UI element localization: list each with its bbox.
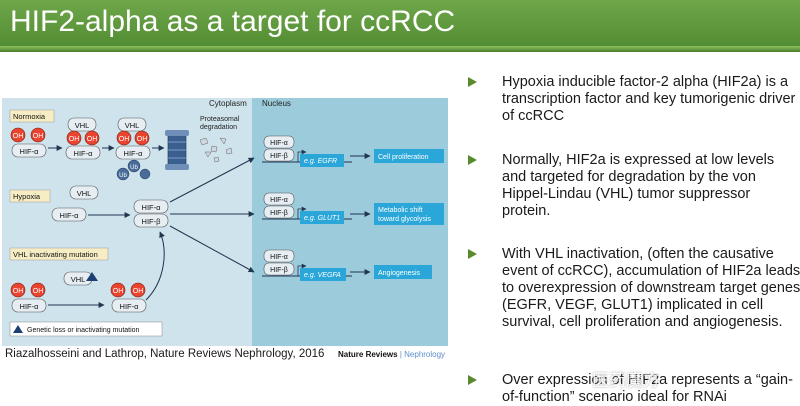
target-gene-label: e.g. GLUT1 (304, 215, 340, 222)
journal-credit: Nature Reviews | Nephrology (338, 350, 445, 359)
bullet-arrow-icon (468, 375, 477, 385)
title-bar: HIF2-alpha as a target for ccRCC (0, 0, 800, 52)
arrow (169, 225, 255, 273)
proteasome-icon (165, 130, 189, 170)
bullet-text: Normally, HIF2a is expressed at low leve… (502, 152, 775, 219)
outcome-label: Metabolic shift (378, 207, 423, 214)
vhl-label: VHL (71, 275, 86, 284)
oh-label: OH (119, 136, 130, 143)
bullet-text: Hypoxia inducible factor-2 alpha (HIF2a)… (502, 74, 796, 124)
target-gene-label: e.g. EGFR (304, 158, 337, 165)
vhl-label: VHL (77, 189, 92, 198)
legend-box (9, 321, 163, 337)
vhl-mutation-label: VHL inactivating mutation (13, 250, 98, 259)
ubiquitin-label: Ub (119, 173, 127, 179)
ubiquitin-label: Ub (130, 165, 138, 171)
hif-dimer-cytoplasm: HIF-α HIF-β (133, 199, 169, 228)
figure-citation: Riazalhosseini and Lathrop, Nature Revie… (5, 348, 325, 360)
hif-alpha-label: HIF-α (270, 140, 288, 147)
normoxia-label: Normoxia (13, 112, 46, 121)
bullet-arrow-icon (468, 249, 477, 259)
bullet-text: With VHL inactivation, (often the causat… (502, 246, 800, 330)
journal-name: Nature Reviews (338, 350, 398, 359)
target-gene-label: e.g. VEGFA (304, 272, 341, 279)
watermark: 医药魔方 (592, 371, 660, 390)
proteasomal-degradation-label: Proteasomal (200, 116, 240, 123)
oh-label: OH (33, 288, 44, 295)
hypoxia-hif-alpha: HIF-α (51, 207, 87, 222)
vhl-mutation-label-box (9, 247, 109, 261)
oh-label: OH (69, 136, 80, 143)
outcome-label: Angiogenesis (378, 270, 421, 277)
outcome-label: toward glycolysis (378, 216, 431, 223)
journal-separator: | (399, 350, 402, 359)
degraded-fragments-icon (199, 137, 233, 163)
vhl-label: VHL (75, 121, 90, 130)
hypoxia-vhl: VHL (69, 185, 99, 200)
oh-label: OH (113, 288, 124, 295)
arrow (145, 231, 165, 301)
target-row-glut1: HIF-α HIF-β e.g. GLUT1 Metabolic shift t… (262, 192, 444, 225)
target-row-egfr: HIF-α HIF-β e.g. EGFR Cell proliferation (262, 135, 444, 167)
nucleus-label: Nucleus (262, 99, 291, 108)
hif-alpha-label: HIF-α (270, 197, 288, 204)
proteasomal-degradation-label: degradation (200, 124, 237, 131)
hif-alpha-label: HIF-α (124, 149, 144, 158)
oh-label: OH (33, 133, 44, 140)
hif-beta-label: HIF-β (270, 210, 288, 217)
mutated-vhl: VHL (63, 271, 98, 286)
hif-beta-label: HIF-β (270, 153, 288, 160)
hif-alpha-label: HIF-α (60, 211, 80, 220)
hif-pathway-diagram: Cytoplasm Nucleus Normoxia Hypoxia VHL i… (2, 98, 448, 346)
mutation-hif-group-2: OH OH HIF-α (110, 282, 147, 313)
bullet-text: Over expression of HIF2a represents a “g… (502, 372, 793, 405)
target-row-vegfa: HIF-α HIF-β e.g. VEGFA Angiogenesis (262, 249, 432, 281)
normoxia-hif-group-3: VHL OH OH HIF-α Ub Ub (115, 117, 151, 181)
oh-label: OH (13, 133, 24, 140)
oh-label: OH (13, 288, 24, 295)
outcome-label: Cell proliferation (378, 154, 429, 161)
bullet-arrow-icon (468, 77, 477, 87)
hypoxia-label: Hypoxia (13, 192, 41, 201)
normoxia-hif-group-1: OH OH HIF-α (10, 127, 47, 158)
hif-alpha-label: HIF-α (20, 302, 40, 311)
hif-alpha-label: HIF-α (142, 203, 162, 212)
mutation-triangle-icon (13, 325, 23, 333)
legend-text: Genetic loss or inactivating mutation (27, 327, 140, 334)
normoxia-label-box (9, 109, 55, 123)
hif-alpha-label: HIF-α (120, 302, 140, 311)
arrow (169, 157, 255, 203)
bullet-arrow-icon (468, 155, 477, 165)
oh-label: OH (87, 136, 98, 143)
hif-beta-label: HIF-β (142, 217, 162, 226)
title-bar-highlight (0, 46, 800, 52)
normoxia-hif-group-2: VHL OH OH HIF-α (65, 117, 101, 160)
mutation-hif-group-1: OH OH HIF-α (10, 282, 47, 313)
hif-alpha-label: HIF-α (270, 254, 288, 261)
hif-alpha-label: HIF-α (20, 147, 40, 156)
oh-label: OH (133, 288, 144, 295)
slide-title: HIF2-alpha as a target for ccRCC (10, 5, 456, 38)
hypoxia-label-box (9, 189, 51, 203)
journal-section: Nephrology (404, 350, 446, 359)
hif-beta-label: HIF-β (270, 267, 288, 274)
vhl-label: VHL (125, 121, 140, 130)
cytoplasm-label: Cytoplasm (209, 99, 247, 108)
hif-alpha-label: HIF-α (74, 149, 94, 158)
oh-label: OH (137, 136, 148, 143)
mutation-triangle-icon (86, 272, 98, 281)
